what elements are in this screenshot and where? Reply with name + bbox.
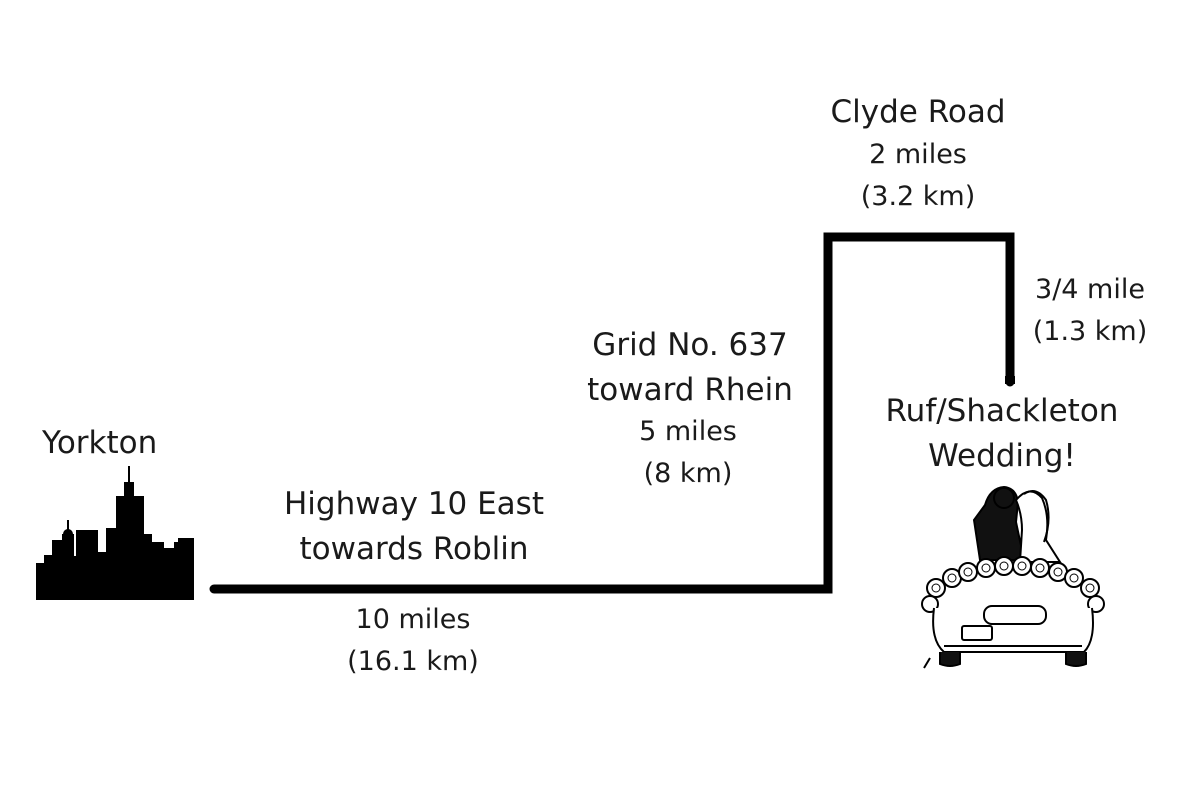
leg1-road-line1: Highway 10 East (284, 486, 544, 522)
leg4-distance-mi: 3/4 mile (1035, 274, 1145, 305)
route-end-cap (1005, 376, 1015, 384)
leg3-distance-km: (3.2 km) (860, 181, 976, 212)
leg2-road-line2: toward Rhein (587, 372, 793, 408)
leg2-distance-km: (8 km) (643, 458, 733, 489)
leg4-distance-km: (1.3 km) (1032, 316, 1148, 347)
leg2-road-line1: Grid No. 637 (592, 327, 788, 363)
leg3-road-name: Clyde Road (830, 94, 1006, 130)
leg2-distance-mi: 5 miles (639, 416, 737, 447)
leg1-distance-km: (16.1 km) (347, 646, 479, 677)
leg1-road-line2: towards Roblin (299, 531, 529, 567)
city-skyline-icon (36, 466, 194, 600)
route-line (209, 232, 1015, 594)
wedding-car-icon (921, 485, 1105, 669)
leg1-distance-mi: 10 miles (355, 604, 471, 635)
destination-line1: Ruf/Shackleton (885, 393, 1119, 429)
origin-label: Yorkton (42, 425, 158, 461)
leg3-distance-mi: 2 miles (869, 139, 967, 170)
destination-line2: Wedding! (928, 438, 1076, 474)
